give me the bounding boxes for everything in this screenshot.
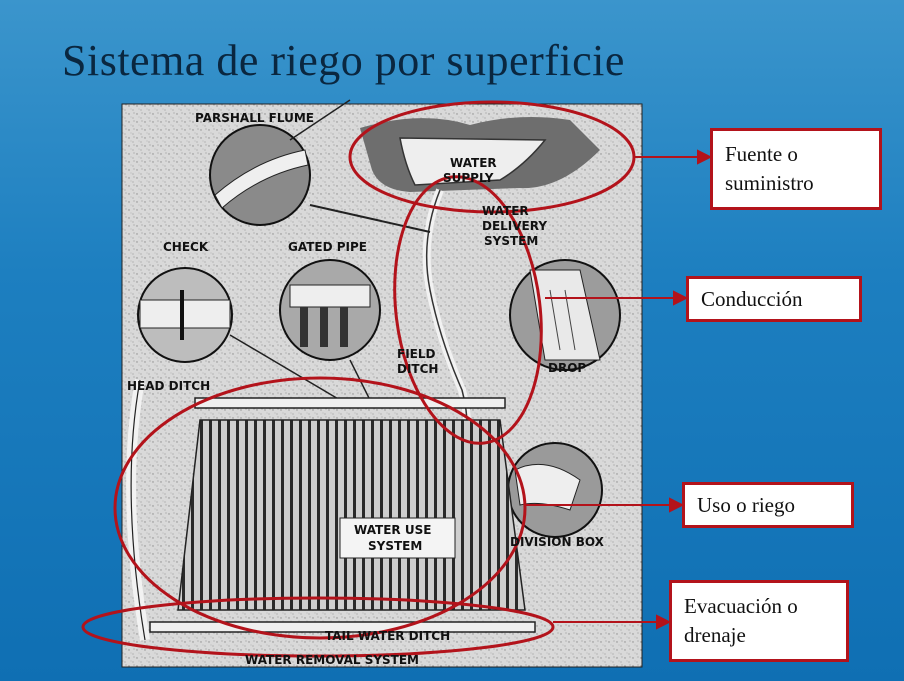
conduction-highlight-ellipse — [393, 175, 543, 445]
label-water-delivery-3: SYSTEM — [484, 234, 538, 248]
water-use-label-box — [339, 517, 456, 559]
gated-pipe-detail — [279, 259, 381, 401]
callout-uso-text: Uso o riego — [697, 492, 795, 517]
label-water-use-2: SYSTEM — [368, 539, 422, 553]
delivery-canal-edge — [425, 189, 469, 451]
water-supply-lake — [399, 137, 547, 186]
label-division-box: DIVISION BOX — [510, 535, 605, 549]
label-parshall-flume: PARSHALL FLUME — [195, 111, 314, 125]
callout-conduccion: Conducción — [686, 276, 862, 322]
irrigated-field — [177, 419, 526, 611]
callout-conduccion-text: Conducción — [701, 286, 803, 311]
callout-fuente-line2: suministro — [725, 171, 814, 195]
label-gated-pipe: GATED PIPE — [288, 240, 367, 254]
parshall-flume-detail — [209, 99, 351, 226]
label-water-delivery-1: WATER — [482, 204, 529, 218]
evacuacion-arrowhead — [656, 614, 672, 630]
uso-arrowhead — [669, 497, 685, 513]
label-water-supply-2: SUPPLY — [443, 171, 494, 185]
check-detail — [137, 267, 341, 401]
label-field-ditch-2: DITCH — [397, 362, 438, 376]
callout-evacuacion-line2: drenaje — [684, 623, 746, 647]
delivery-arrow — [309, 204, 431, 233]
label-water-delivery-2: DELIVERY — [482, 219, 547, 233]
conduccion-arrowhead — [673, 290, 689, 306]
label-water-removal: WATER REMOVAL SYSTEM — [245, 653, 419, 667]
fuente-arrowhead — [697, 149, 713, 165]
label-water-supply-1: WATER — [450, 156, 497, 170]
label-head-ditch: HEAD DITCH — [127, 379, 210, 393]
label-field-ditch-1: FIELD — [397, 347, 436, 361]
tail-water-ditch — [149, 621, 536, 633]
callout-evacuacion-line1: Evacuación o — [684, 594, 798, 618]
label-check: CHECK — [163, 240, 209, 254]
callout-uso: Uso o riego — [682, 482, 854, 528]
slide-title: Sistema de riego por superficie — [62, 36, 625, 85]
side-ditch-edge — [130, 379, 146, 641]
label-tail-water-ditch: TAIL WATER DITCH — [325, 629, 450, 643]
use-highlight-ellipse — [113, 376, 527, 640]
callout-fuente-line1: Fuente o — [725, 142, 798, 166]
label-water-use-1: WATER USE — [354, 523, 431, 537]
callout-evacuacion: Evacuación o drenaje — [669, 580, 849, 662]
drainage-highlight-ellipse — [81, 596, 555, 658]
callout-fuente: Fuente o suministro — [710, 128, 882, 210]
head-ditch — [194, 397, 506, 409]
label-drop: DROP — [548, 361, 586, 375]
drop-detail — [509, 259, 621, 371]
